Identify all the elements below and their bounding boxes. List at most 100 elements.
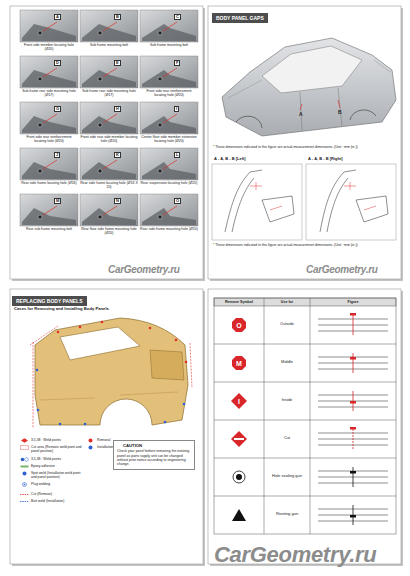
photo-tag: K [114,152,121,158]
table-cell: Riveting gun [266,512,308,517]
table-cell: Outside [266,322,308,327]
photo-tag: B [114,14,121,20]
weld-points [37,409,40,412]
section-view [306,164,396,240]
remove-symbol [231,318,247,521]
photo-grid [103,206,117,215]
photo-tag: D [54,60,61,66]
node-heading: BODY PANEL GAPS [216,15,264,21]
table-cell: Inside [266,398,308,403]
legend-sample [23,472,27,476]
weld-points [185,361,188,364]
photo-caption: Center floor side member extension locat… [140,135,198,143]
car-body-illustration [222,38,396,136]
remove-symbol [232,509,246,521]
photo-caption: Front side rear reinforcement locating h… [20,135,78,143]
photo-grid [22,116,76,133]
page-frame [208,6,401,279]
photo-grid [98,215,102,219]
photo-tag: G [54,106,61,112]
legend-sample [23,483,27,487]
photo-grid [80,194,138,226]
table-grid [214,298,396,534]
figure-sketch [350,515,356,518]
legend-swatch [89,446,93,450]
photo-grid [103,114,117,123]
legend-item: 3,5,38 : Weld points [20,438,83,443]
photo-grid [103,22,117,31]
table-grid [214,298,396,534]
photo-grid [142,208,196,225]
legend-sample [20,464,29,469]
remove-symbol [231,393,247,409]
photo-grid [140,10,198,42]
figure-sketch [353,353,354,373]
page-frame [10,6,403,566]
legend-sample [25,458,29,462]
heading-bar: REPLACING BODY PANELS [12,296,87,306]
figure-sketch [350,313,356,316]
photo-grid [82,208,136,225]
table-grid [214,298,396,306]
remove-symbol [231,431,247,447]
figure-sketch [350,427,356,430]
photo-grid [82,162,136,179]
table-cell: Hole sealing gun [266,474,308,479]
legend-sample [20,457,29,462]
photo-tag: L [174,152,180,158]
photo-caption: Rear sub frame mounting bolt [20,227,78,231]
photo-grid [20,194,78,226]
section-view [320,170,388,232]
quarter-panel-illustration [30,318,192,428]
symbol-letter: I [232,397,246,406]
photo-tag: H [114,106,121,112]
note: * These dimensions indicated in this fig… [213,243,399,247]
legend-text: 3,5,38 : Weld points [31,457,83,461]
section-view [250,182,282,210]
legend-item: Cut (Remove) [20,492,111,497]
photo-grid [22,70,76,87]
car-body-illustration [300,88,342,130]
legend-sample [24,484,26,486]
legend-text: Epoxy adhesive [31,464,83,468]
photo-grid [20,10,198,226]
photo-tag: E [114,60,121,66]
figure-sketch [318,313,388,525]
legend-text: Plug welding [31,482,83,486]
car-body-illustration [228,60,390,98]
watermark: CarGeometry.ru [306,264,378,276]
legend-swatch [89,439,93,443]
legend-item: Removal [86,438,121,443]
weld-points [101,321,104,324]
weld-points [164,421,167,424]
photo-grid [22,162,76,179]
photo-caption: Rear suspension locating hole (Ø20) [140,181,198,185]
car-body-illustration [236,110,376,128]
remove-symbol [232,318,246,332]
symbol-letter: M [232,359,246,368]
legend-item: Spot weld (Installation weld point and p… [20,471,83,479]
remove-symbol [233,471,245,483]
photo-grid [158,77,162,81]
legend-text: 3,5,38 : Weld points [31,438,83,442]
photo-grid [142,24,196,41]
weld-points [183,403,186,406]
legend-sample [21,446,29,450]
photo-grid [158,123,162,127]
legend-text: Cut area (Remove weld point and panel po… [31,445,83,453]
car-body-illustration [262,46,362,93]
photo-grid [142,116,196,133]
subheading: Cases for Removing and Installing Body P… [14,306,194,311]
legend-item: Epoxy adhesive [20,464,83,469]
photo-caption: Rear side frame mounting hole (Ø20) [140,227,198,231]
photo-grid [142,162,196,179]
photo-grid [20,56,78,88]
photo-grid [43,22,57,31]
photo-caption: Sub frame rear side mounting hole (Ø17) [80,89,138,97]
table-cell: Middle [266,360,308,365]
legend-sample [20,445,29,450]
figure-sketch [350,357,356,360]
watermark: CarGeometry.ru [214,542,377,568]
page-frame [10,6,203,279]
node-heading: CAUTION [117,443,191,448]
